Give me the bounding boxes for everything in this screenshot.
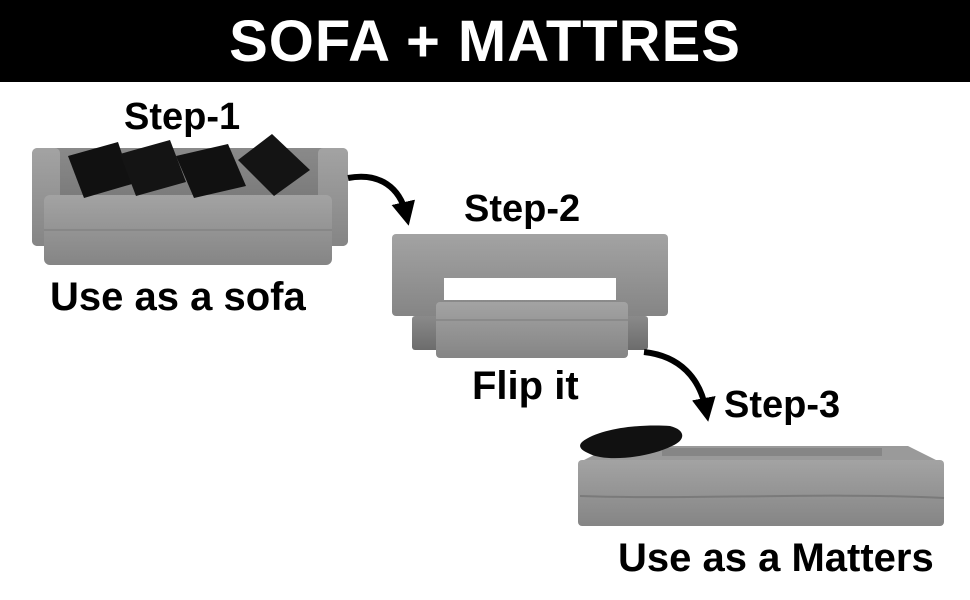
sofa-step2 [392,234,668,358]
step1-heading: Step-1 [124,96,241,138]
arrow-1 [347,173,415,226]
step3-heading: Step-3 [724,384,841,426]
step3-caption: Use as a Matters [618,536,934,580]
step2-caption: Flip it [472,364,579,408]
banner-title: SOFA + MATTRES [229,8,741,74]
step2-heading: Step-2 [464,188,581,230]
sofa-step1 [32,134,348,265]
arrow-2 [643,349,716,422]
mattress-step3 [578,425,945,526]
title-banner: SOFA + MATTRES [0,0,970,82]
step1-caption: Use as a sofa [50,275,306,319]
